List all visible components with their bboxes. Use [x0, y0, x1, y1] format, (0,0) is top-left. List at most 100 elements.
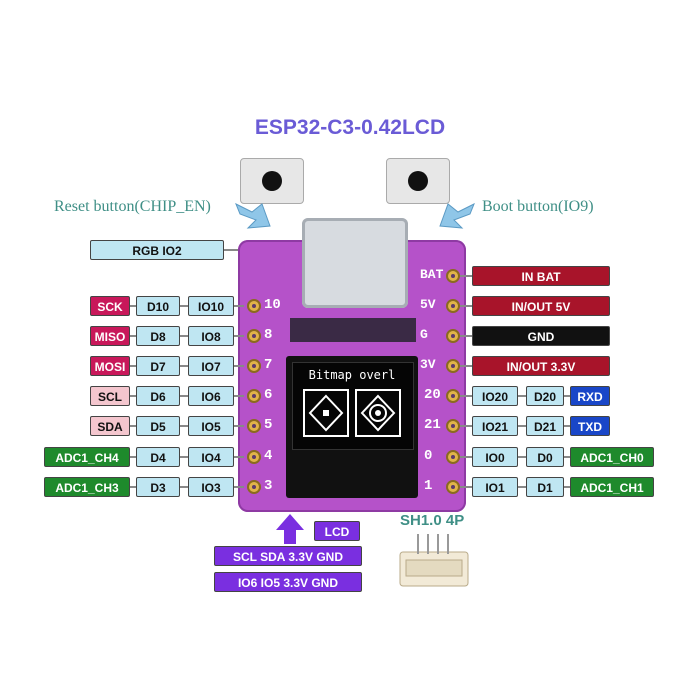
pin-number: 7	[264, 357, 273, 373]
pin-io-label: IO3	[188, 477, 234, 497]
pin-connector-line	[564, 425, 570, 427]
power-pin-label: IN/OUT 5V	[472, 296, 610, 316]
pin-func-label: ADC1_CH1	[570, 477, 654, 497]
pin-connector-line	[130, 305, 136, 307]
pin-connector-line	[234, 425, 244, 427]
pin-connector-line	[460, 456, 472, 458]
oled-text: Bitmap overl	[308, 368, 396, 382]
pin-d-label: D20	[526, 386, 564, 406]
pin-pad	[247, 480, 261, 494]
pin-func-label: TXD	[570, 416, 610, 436]
power-pin-label: GND	[472, 326, 610, 346]
pin-number: 5	[264, 417, 273, 433]
pin-connector-line	[234, 456, 244, 458]
pin-connector-line	[564, 456, 570, 458]
lcd-pins-io: IO6 IO5 3.3V GND	[214, 572, 362, 592]
lcd-up-arrow	[276, 514, 304, 544]
pin-io-label: IO0	[472, 447, 518, 467]
boot-button-image	[386, 158, 450, 204]
pin-connector-line	[180, 486, 188, 488]
pin-connector-line	[130, 456, 136, 458]
pin-number: 5V	[420, 297, 436, 312]
pin-io-label: IO7	[188, 356, 234, 376]
pin-connector-line	[130, 395, 136, 397]
pin-connector-line	[458, 275, 472, 277]
pin-number: 1	[424, 478, 433, 494]
pin-func-label: ADC1_CH0	[570, 447, 654, 467]
pin-d-label: D5	[136, 416, 180, 436]
pin-connector-line	[460, 395, 472, 397]
pin-connector-line	[518, 425, 526, 427]
pin-number: 3V	[420, 357, 436, 372]
pin-pad	[446, 450, 460, 464]
pin-func-label: ADC1_CH4	[44, 447, 130, 467]
lcd-pins-names: SCL SDA 3.3V GND	[214, 546, 362, 566]
pin-pad	[446, 480, 460, 494]
pin-pad	[247, 419, 261, 433]
pin-func-label: SDA	[90, 416, 130, 436]
pin-connector-line	[130, 486, 136, 488]
pin-io-label: IO5	[188, 416, 234, 436]
pin-pad	[247, 450, 261, 464]
pin-number: BAT	[420, 267, 444, 282]
pin-func-label: ADC1_CH3	[44, 477, 130, 497]
pin-pad	[247, 299, 261, 313]
pin-d-label: D0	[526, 447, 564, 467]
boot-button-caption: Boot button(IO9)	[482, 198, 594, 215]
pin-connector-line	[234, 365, 244, 367]
pin-io-label: IO8	[188, 326, 234, 346]
pin-connector-line	[518, 395, 526, 397]
boot-arrow	[439, 202, 475, 229]
pin-number: 6	[264, 387, 273, 403]
pin-connector-line	[130, 425, 136, 427]
pin-number: G	[420, 327, 428, 342]
pin-io-label: IO21	[472, 416, 518, 436]
pin-number: 10	[264, 297, 281, 313]
pin-io-label: IO6	[188, 386, 234, 406]
pin-connector-line	[518, 456, 526, 458]
pin-d-label: D4	[136, 447, 180, 467]
reset-button-image	[240, 158, 304, 204]
pin-d-label: D6	[136, 386, 180, 406]
pin-d-label: D10	[136, 296, 180, 316]
pin-io-label: IO10	[188, 296, 234, 316]
reset-arrow	[235, 202, 271, 229]
pin-func-label: SCL	[90, 386, 130, 406]
pin-connector-line	[180, 335, 188, 337]
pin-connector-line	[458, 335, 472, 337]
pin-connector-line	[234, 395, 244, 397]
pin-number: 8	[264, 327, 273, 343]
pin-pad	[446, 329, 460, 343]
pin-connector-line	[564, 486, 570, 488]
power-pin-label: IN/OUT 3.3V	[472, 356, 610, 376]
pin-pad	[446, 299, 460, 313]
oled-bitmaps	[303, 389, 401, 437]
pin-pad	[247, 389, 261, 403]
pin-connector-line	[460, 425, 472, 427]
lcd-label: LCD	[314, 521, 360, 541]
pin-d-label: D3	[136, 477, 180, 497]
pin-d-label: D21	[526, 416, 564, 436]
pin-connector-line	[564, 395, 570, 397]
pin-pad	[247, 329, 261, 343]
pin-pad	[446, 389, 460, 403]
rgb-io2-label: RGB IO2	[90, 240, 224, 260]
pin-connector-line	[180, 395, 188, 397]
diagram-title: ESP32-C3-0.42LCD	[254, 116, 446, 139]
pin-io-label: IO1	[472, 477, 518, 497]
pin-connector-line	[518, 486, 526, 488]
pin-pad	[446, 419, 460, 433]
pin-io-label: IO20	[472, 386, 518, 406]
pin-io-label: IO4	[188, 447, 234, 467]
pin-pad	[247, 359, 261, 373]
pin-connector-line	[234, 335, 244, 337]
connector-label: SH1.0 4P	[400, 512, 465, 529]
pin-connector-line	[458, 305, 472, 307]
pin-d-label: D1	[526, 477, 564, 497]
pin-func-label: RXD	[570, 386, 610, 406]
sh1-connector-image	[399, 534, 469, 587]
pin-connector-line	[458, 365, 472, 367]
usb-c-connector	[302, 218, 408, 308]
pin-number: 3	[264, 478, 273, 494]
